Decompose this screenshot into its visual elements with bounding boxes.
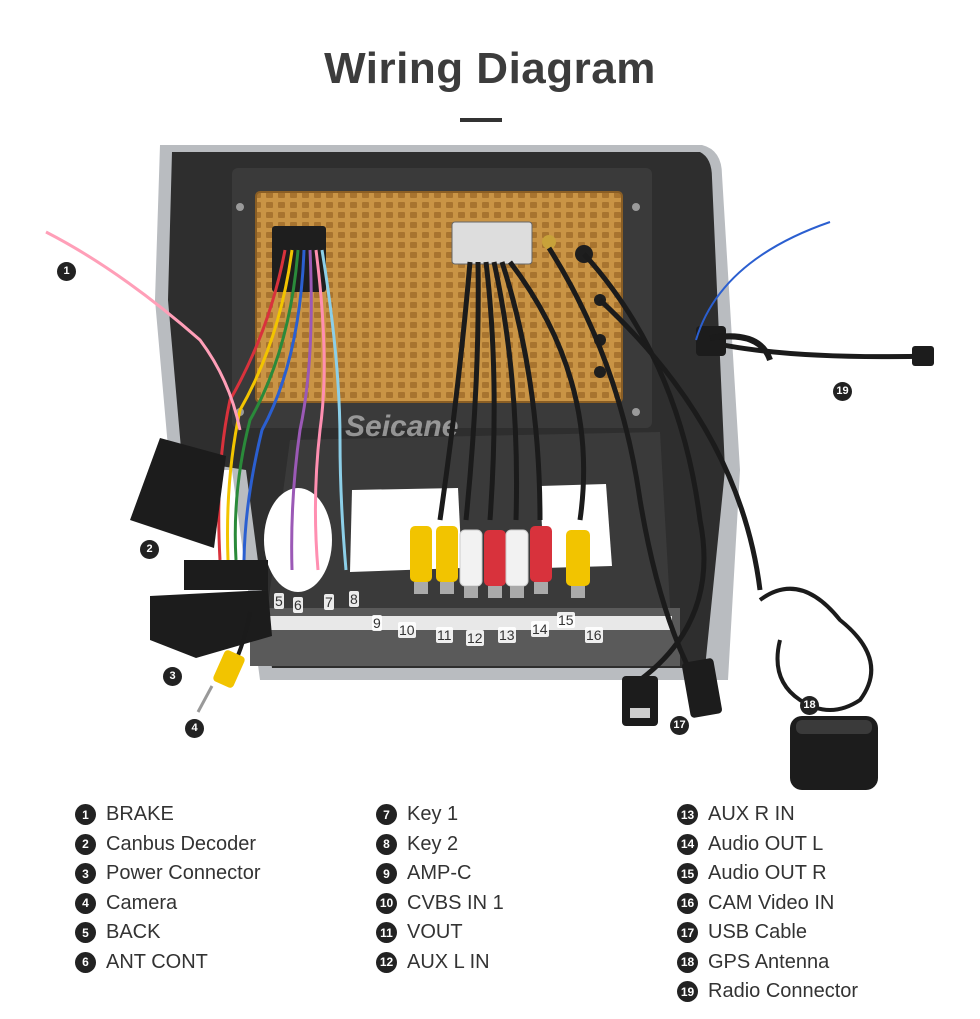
camera-rca xyxy=(196,611,252,713)
canbus-decoder xyxy=(130,438,226,548)
callout-13: 13 xyxy=(498,627,516,643)
callout-14: 14 xyxy=(531,621,549,637)
black-cables xyxy=(437,246,931,692)
callout-5: 5 xyxy=(274,593,284,609)
callout-18: 18 xyxy=(800,696,819,715)
usb-connectors xyxy=(622,658,722,726)
callout-8: 8 xyxy=(349,591,359,607)
page-title: Wiring Diagram xyxy=(324,44,656,93)
callout-3: 3 xyxy=(163,667,182,686)
callout-10: 10 xyxy=(398,622,416,638)
rear-panel xyxy=(236,191,640,416)
callout-7: 7 xyxy=(324,594,334,610)
callout-4: 4 xyxy=(185,719,204,738)
rca-plugs xyxy=(410,526,590,598)
callout-15: 15 xyxy=(557,612,575,628)
callout-1: 1 xyxy=(57,262,76,281)
title-underline xyxy=(460,118,502,122)
callout-2: 2 xyxy=(140,540,159,559)
gps-antenna xyxy=(758,586,878,790)
callout-17: 17 xyxy=(670,716,689,735)
radio-connector xyxy=(695,221,934,366)
head-unit-illustration: Seicane xyxy=(45,145,934,790)
callout-6: 6 xyxy=(293,597,303,613)
callout-12: 12 xyxy=(466,630,484,646)
callout-9: 9 xyxy=(372,615,382,631)
callout-16: 16 xyxy=(585,627,603,643)
wire-bundle xyxy=(45,230,348,571)
callout-19: 19 xyxy=(833,382,852,401)
seicane-watermark: Seicane xyxy=(345,410,458,443)
callout-11: 11 xyxy=(436,627,453,643)
